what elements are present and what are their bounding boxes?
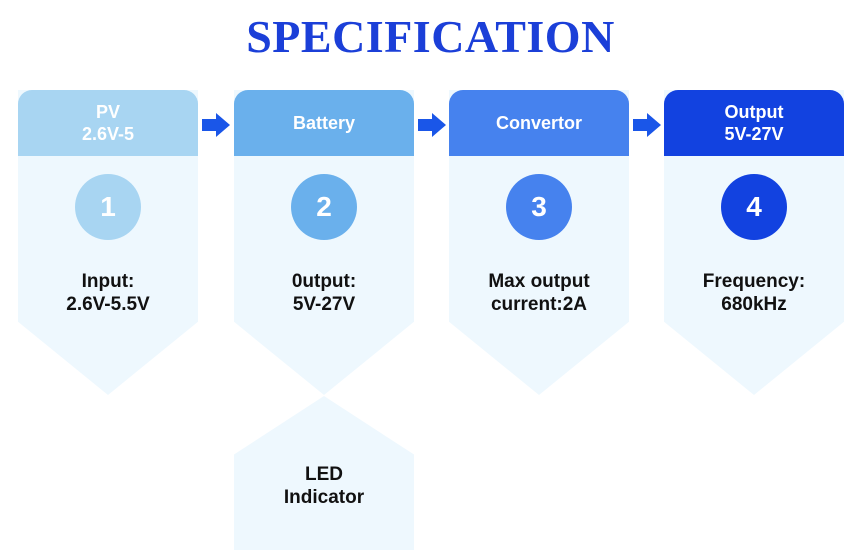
led-label-line2: Indicator	[283, 487, 365, 508]
led-indicator-card: LED Indicator	[234, 396, 414, 550]
step-card-output: Output 5V-27V 4 Frequency: 680kHz	[664, 90, 844, 395]
step-header-subtitle: 2.6V-5	[81, 124, 135, 144]
right-arrow-icon	[633, 113, 661, 137]
step-description-line1: 0utput:	[291, 271, 357, 292]
step-description-line1: Input:	[81, 271, 135, 292]
step-description-line2: current:2A	[490, 294, 588, 315]
step-description: 0utput: 5V-27V	[234, 270, 414, 316]
step-header: PV 2.6V-5	[18, 90, 198, 156]
step-header-title: PV	[95, 102, 120, 122]
led-indicator-label: LED Indicator	[234, 463, 414, 509]
step-header: Output 5V-27V	[664, 90, 844, 156]
led-label-line1: LED	[305, 464, 343, 485]
step-description-line2: 2.6V-5.5V	[66, 294, 150, 315]
page-title: SPECIFICATION	[246, 11, 615, 62]
right-arrow-icon	[418, 113, 446, 137]
step-card-convertor: Convertor 3 Max output current:2A	[449, 90, 629, 395]
step-description: Max output current:2A	[449, 270, 629, 316]
step-card-pv: PV 2.6V-5 1 Input: 2.6V-5.5V	[18, 90, 198, 395]
step-description-line1: Frequency:	[702, 271, 806, 292]
step-number-badge: 1	[75, 174, 141, 240]
step-description: Input: 2.6V-5.5V	[18, 270, 198, 316]
step-card-battery: Battery 2 0utput: 5V-27V	[234, 90, 414, 395]
step-number-badge: 4	[721, 174, 787, 240]
step-number-badge: 2	[291, 174, 357, 240]
step-description-line1: Max output	[488, 271, 590, 292]
step-header-title: Convertor	[495, 113, 582, 133]
step-header-title: Battery	[292, 113, 356, 133]
step-description-line2: 680kHz	[721, 294, 787, 315]
step-description: Frequency: 680kHz	[664, 270, 844, 316]
step-number-badge: 3	[506, 174, 572, 240]
step-header: Battery	[234, 90, 414, 156]
step-header-title: Output	[724, 102, 784, 122]
step-header-subtitle: 5V-27V	[724, 124, 784, 144]
step-description-line2: 5V-27V	[292, 294, 356, 315]
right-arrow-icon	[202, 113, 230, 137]
step-header: Convertor	[449, 90, 629, 156]
